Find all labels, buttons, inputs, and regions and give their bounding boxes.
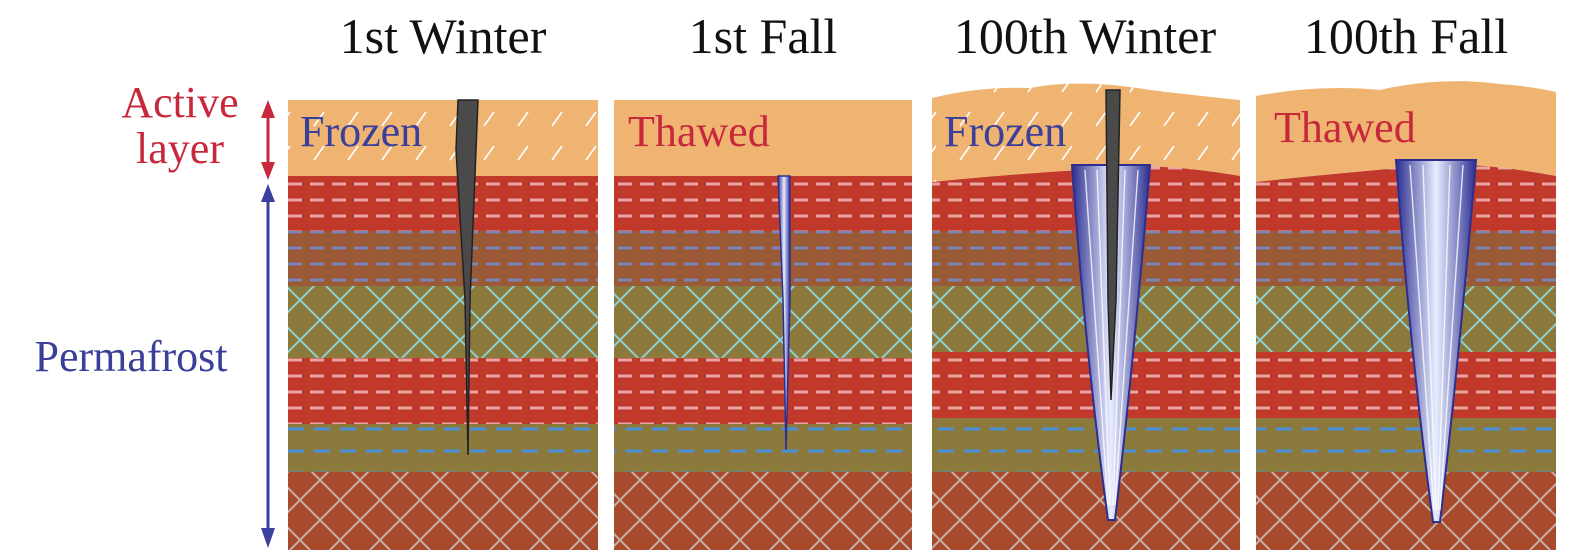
active-layer-band xyxy=(614,100,912,176)
permafrost-label: Permafrost xyxy=(34,332,228,381)
state-label-1: Frozen xyxy=(300,107,423,156)
permafrost-arrow xyxy=(261,184,275,548)
sediment-band xyxy=(288,176,598,231)
sediment-band xyxy=(288,286,598,358)
sediment-band xyxy=(614,424,912,472)
state-label-2: Thawed xyxy=(628,107,770,156)
sediment-band xyxy=(614,231,912,286)
ice-wedge-crack xyxy=(455,99,479,456)
sediment-band xyxy=(932,352,1240,418)
ice-wedge-striations xyxy=(1084,169,1139,506)
active-layer-arrow xyxy=(261,100,275,180)
active-layer-label: Active layer xyxy=(100,80,260,172)
state-label-3: Frozen xyxy=(944,107,1067,156)
sediment-band xyxy=(1256,286,1556,352)
state-label-4: Thawed xyxy=(1274,103,1416,152)
panel-title-2: 1st Fall xyxy=(688,8,838,64)
sediment-band xyxy=(614,176,912,231)
sediment-band xyxy=(288,472,598,550)
ice-wedge-crack xyxy=(1105,89,1121,401)
sediment-band xyxy=(932,418,1240,472)
panel-title-4: 100th Fall xyxy=(1303,8,1509,64)
panel-title-1: 1st Winter xyxy=(339,8,547,64)
active-layer-line1: Active xyxy=(121,78,239,127)
active-layer-line2: layer xyxy=(136,124,224,173)
sediment-band xyxy=(288,231,598,286)
ice-wedge-striations xyxy=(1409,164,1464,511)
sediment-band xyxy=(1256,352,1556,418)
sediment-band xyxy=(614,286,912,358)
panel-3 xyxy=(932,83,1240,550)
sediment-band xyxy=(288,358,598,424)
sediment-band xyxy=(614,358,912,424)
panel-title-3: 100th Winter xyxy=(953,8,1217,64)
panel-4 xyxy=(1256,81,1556,550)
sediment-band xyxy=(1256,418,1556,472)
sediment-band xyxy=(932,472,1240,550)
active-layer-band xyxy=(1256,81,1556,182)
active-layer-band xyxy=(288,100,598,176)
sediment-band xyxy=(614,472,912,550)
panel-1 xyxy=(288,99,598,550)
active-layer-band xyxy=(932,83,1240,182)
sediment-band xyxy=(1256,472,1556,550)
ice-vein xyxy=(777,175,791,451)
sediment-band xyxy=(288,424,598,472)
panel-2 xyxy=(614,100,912,550)
